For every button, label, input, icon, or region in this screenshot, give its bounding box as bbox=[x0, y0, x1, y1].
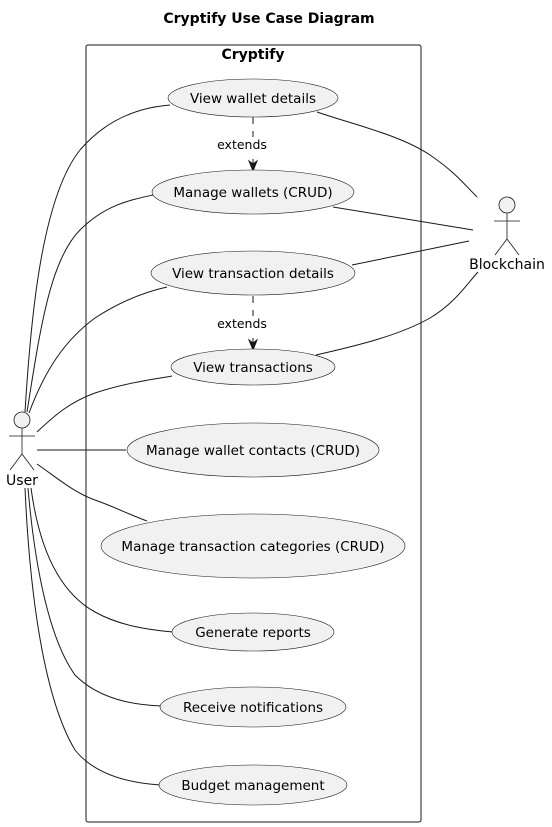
use-case-label: View transactions bbox=[193, 360, 313, 376]
assoc-user-budget-management bbox=[24, 487, 161, 786]
actor-blockchain-icon bbox=[494, 196, 520, 256]
assoc-user-manage-wallets bbox=[26, 194, 154, 413]
use-case-label: Receive notifications bbox=[183, 700, 323, 716]
actor-user-label: User bbox=[6, 473, 38, 489]
assoc-user-manage-transaction-categories bbox=[36, 463, 148, 522]
extends-relationship-wallet: extends bbox=[214, 117, 270, 173]
use-case-manage-transaction-categories: Manage transaction categories (CRUD) bbox=[100, 513, 406, 579]
use-case-label: View wallet details bbox=[190, 91, 316, 107]
extends-arrowhead-transaction bbox=[247, 338, 259, 352]
use-case-view-wallet-details: View wallet details bbox=[167, 78, 339, 118]
use-case-label: Manage wallet contacts (CRUD) bbox=[146, 443, 360, 459]
use-case-receive-notifications: Receive notifications bbox=[159, 686, 347, 728]
extends-label-transaction: extends bbox=[217, 316, 267, 331]
extends-label-wallet: extends bbox=[217, 137, 267, 152]
system-title: Cryptify bbox=[221, 47, 284, 63]
extends-arrowhead-wallet bbox=[247, 159, 259, 173]
use-case-budget-management: Budget management bbox=[158, 764, 348, 806]
assoc-blockchain-manage-wallets bbox=[332, 206, 474, 231]
assoc-user-view-wallet-details bbox=[24, 104, 171, 413]
actor-blockchain: Blockchain bbox=[469, 196, 545, 273]
assoc-user-receive-notifications bbox=[27, 487, 163, 707]
assoc-user-generate-reports bbox=[30, 487, 174, 633]
extends-label-bg-wallet bbox=[214, 137, 270, 153]
extends-relationship-transaction: extends bbox=[214, 296, 270, 352]
use-case-label: Generate reports bbox=[195, 625, 311, 641]
use-case-manage-wallet-contacts: Manage wallet contacts (CRUD) bbox=[126, 422, 380, 478]
actor-blockchain-label: Blockchain bbox=[469, 257, 545, 273]
system-boundary bbox=[85, 44, 422, 823]
assoc-user-view-transactions bbox=[36, 375, 173, 433]
use-case-label: Manage wallets (CRUD) bbox=[173, 185, 332, 201]
assoc-user-view-transaction-details bbox=[28, 286, 168, 414]
extends-label-bg-transaction bbox=[214, 316, 270, 332]
user-associations bbox=[24, 104, 174, 786]
actor-user: User bbox=[6, 411, 38, 489]
assoc-blockchain-view-transactions bbox=[315, 271, 479, 356]
use-case-generate-reports: Generate reports bbox=[171, 612, 335, 652]
use-case-label: Manage transaction categories (CRUD) bbox=[121, 539, 384, 555]
blockchain-associations bbox=[315, 111, 479, 356]
assoc-blockchain-view-wallet-details bbox=[316, 111, 478, 198]
diagram-title: Cryptify Use Case Diagram bbox=[163, 11, 374, 27]
use-case-manage-wallets: Manage wallets (CRUD) bbox=[151, 169, 355, 215]
use-case-view-transactions: View transactions bbox=[170, 348, 336, 386]
use-case-view-transaction-details: View transaction details bbox=[150, 250, 356, 296]
use-case-label: Budget management bbox=[181, 778, 324, 794]
use-case-label: View transaction details bbox=[172, 266, 334, 282]
assoc-blockchain-view-transaction-details bbox=[351, 240, 470, 266]
actor-user-icon bbox=[9, 411, 35, 471]
